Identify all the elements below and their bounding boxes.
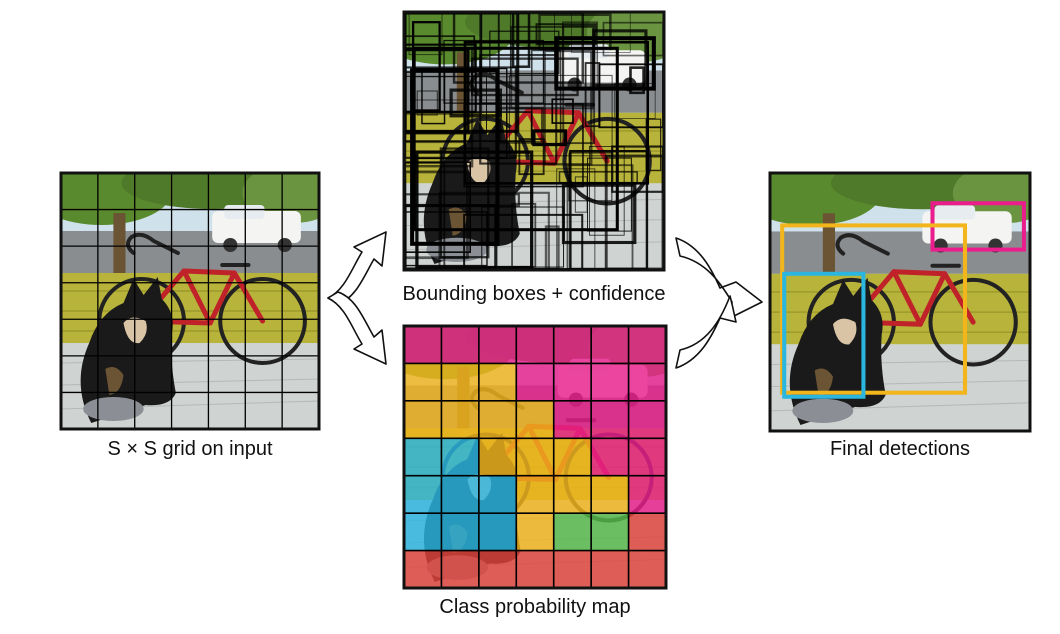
class-cell-magenta	[591, 363, 629, 401]
class-cell-green	[591, 513, 629, 551]
class-cell-magenta	[553, 363, 592, 401]
split-arrow-upper	[327, 231, 387, 305]
candidate-box	[551, 98, 574, 124]
candidate-box	[511, 202, 537, 268]
classmap-panel	[402, 324, 668, 590]
candidate-box	[629, 66, 645, 95]
class-cell-yellow	[441, 400, 479, 439]
classmap-caption: Class probability map	[439, 596, 630, 618]
class-cell-red	[591, 550, 629, 588]
class-cell-yellow	[404, 363, 442, 401]
candidate-box	[645, 118, 662, 171]
class-cell-magenta	[591, 400, 629, 439]
class-cell-magenta	[628, 363, 666, 401]
bbox-frame	[402, 10, 666, 272]
class-cell-yellow	[404, 400, 442, 439]
merge-arrow-upper	[675, 237, 763, 319]
class-cell-yellow	[478, 363, 517, 401]
class-cell-cyan	[404, 438, 442, 476]
final-panel	[740, 157, 1055, 433]
class-cell-magenta	[628, 400, 666, 439]
split-arrow-lower	[327, 291, 387, 365]
class-cell-magenta	[628, 326, 666, 364]
class-cell-red	[628, 513, 666, 551]
split-arrow	[327, 231, 387, 365]
candidate-box	[470, 57, 579, 97]
class-cell-magenta	[516, 326, 554, 364]
candidate-box	[589, 145, 625, 236]
class-cell-magenta	[553, 326, 592, 364]
input-caption: S × S grid on input	[107, 438, 273, 460]
class-cell-cyan	[404, 475, 442, 514]
class-cell-magenta	[516, 363, 554, 401]
class-cell-yellow	[478, 400, 517, 439]
candidate-box-strong	[463, 40, 650, 185]
classmap-frame	[402, 324, 668, 590]
class-cell-magenta	[591, 326, 629, 364]
class-cell-cyan	[441, 513, 479, 551]
input-frame	[59, 171, 321, 431]
class-cell-yellow	[516, 513, 554, 551]
input-grid-panel	[59, 171, 321, 431]
final-photo	[740, 157, 1055, 431]
final-caption: Final detections	[830, 438, 970, 460]
candidate-box	[416, 90, 438, 116]
class-cell-cyan	[404, 513, 442, 551]
class-cell-red	[628, 550, 666, 588]
class-cell-cyan	[478, 513, 517, 551]
candidate-box	[561, 183, 637, 245]
class-cell-red	[553, 550, 592, 588]
candidate-box	[614, 82, 656, 119]
candidate-box	[584, 62, 601, 128]
class-cell-cyan	[478, 475, 517, 514]
candidate-box-strong	[410, 68, 500, 246]
class-cell-magenta	[441, 326, 479, 364]
candidate-box-strong	[412, 46, 619, 232]
class-cell-yellow	[516, 400, 554, 439]
class-cell-red	[404, 550, 442, 588]
class-cell-cyan	[441, 438, 479, 476]
class-cell-cyan	[441, 475, 479, 514]
class-cell-yellow	[516, 475, 554, 514]
class-cell-magenta	[404, 326, 442, 364]
class-cell-yellow	[441, 363, 479, 401]
final-frame	[768, 171, 1032, 433]
class-cell-green	[553, 513, 592, 551]
candidate-box	[535, 23, 597, 46]
input-photo	[61, 173, 319, 429]
candidate-box	[574, 176, 588, 213]
class-cell-yellow	[591, 475, 629, 514]
class-cell-red	[516, 550, 554, 588]
merge-arrow	[675, 237, 763, 369]
class-cell-magenta	[591, 438, 629, 476]
bbox-caption: Bounding boxes + confidence	[403, 283, 666, 305]
detection-box-dog	[782, 271, 866, 399]
class-cell-magenta	[628, 475, 666, 514]
class-cell-red	[441, 550, 479, 588]
merge-arrow-lower	[675, 295, 737, 369]
class-cell-yellow	[478, 438, 517, 476]
candidate-box-strong	[554, 36, 656, 91]
class-cell-yellow	[553, 438, 592, 476]
bbox-photo	[404, 12, 664, 270]
candidate-box	[510, 25, 594, 110]
bbox-panel	[402, 10, 666, 272]
classmap-photo	[404, 326, 666, 588]
class-cell-magenta	[553, 400, 592, 439]
candidate-box	[508, 74, 613, 157]
class-cell-magenta	[628, 438, 666, 476]
class-cell-magenta	[478, 326, 517, 364]
candidate-box	[489, 30, 560, 75]
class-cell-yellow	[553, 475, 592, 514]
class-cell-red	[478, 550, 517, 588]
class-cell-yellow	[516, 438, 554, 476]
candidate-box	[543, 49, 593, 166]
